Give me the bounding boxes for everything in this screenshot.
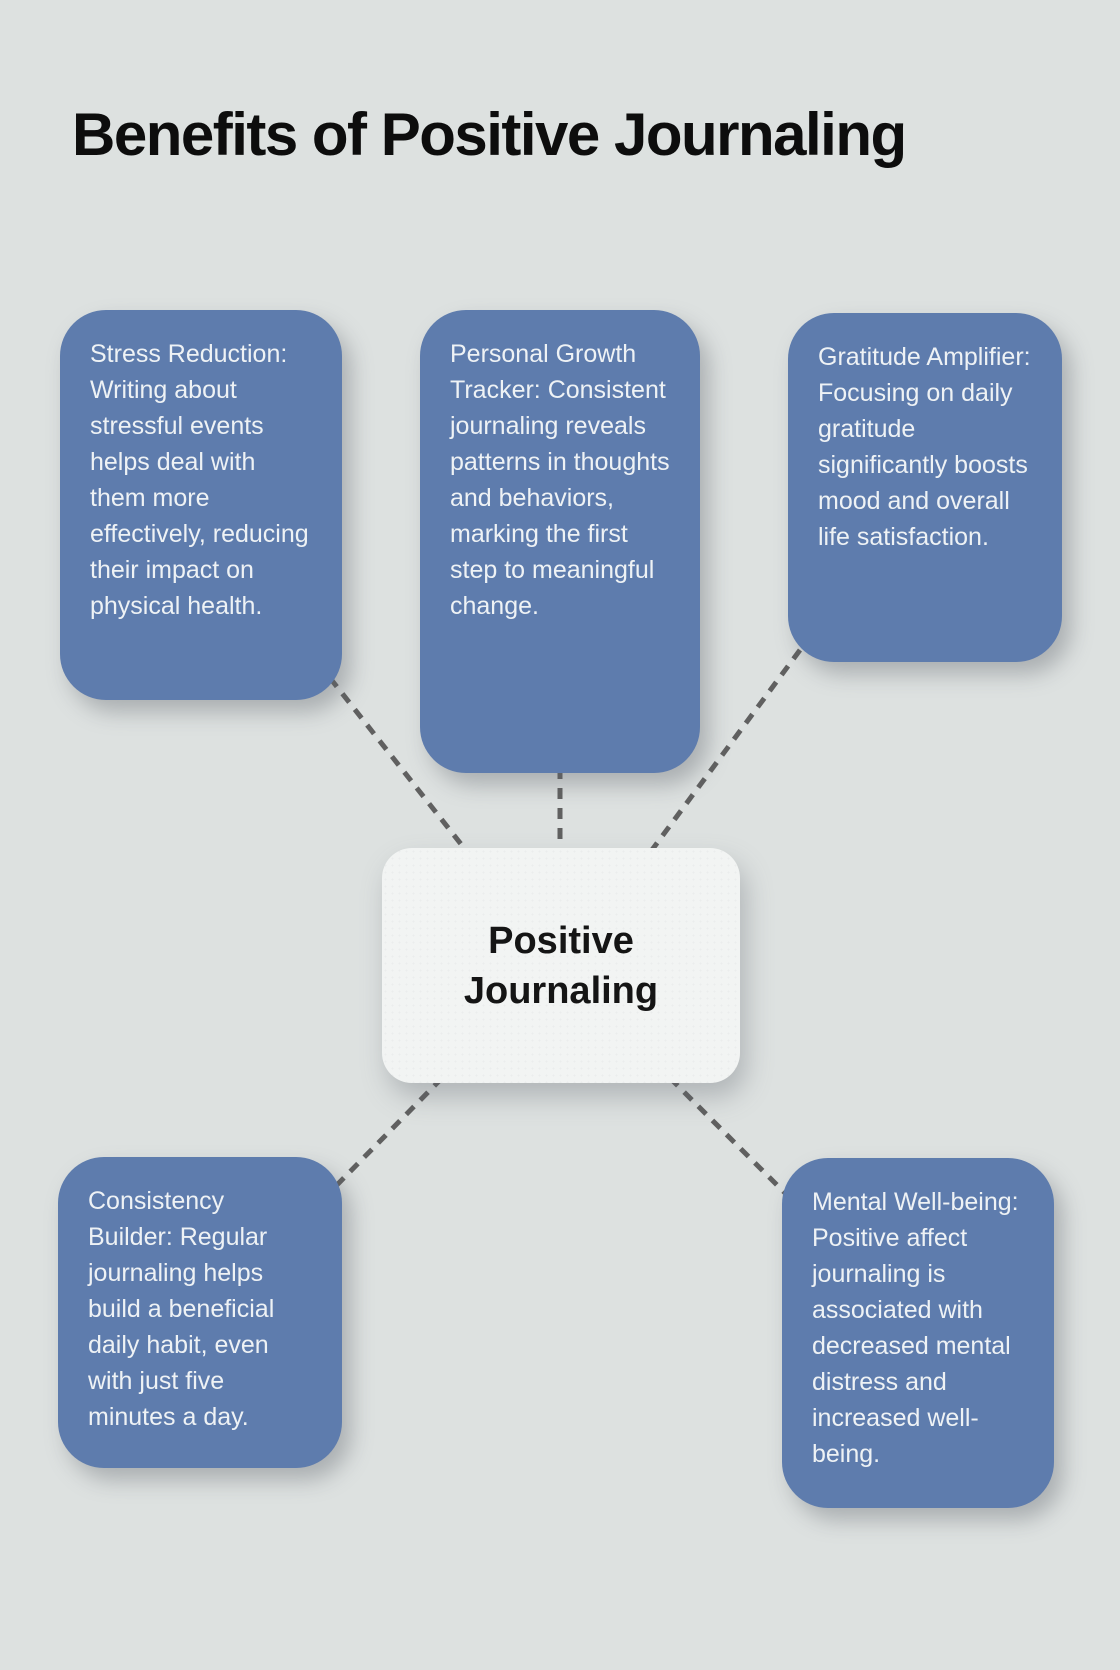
center-node-label: Positive Journaling: [463, 919, 659, 1012]
card-mental-well-being: Mental Well-being: Positive affect journ…: [782, 1158, 1054, 1508]
card-personal-growth-tracker-text: Personal Growth Tracker: Consistent jour…: [450, 340, 670, 620]
card-consistency-builder: Consistency Builder: Regular journaling …: [58, 1157, 342, 1468]
card-consistency-builder-text: Consistency Builder: Regular journaling …: [88, 1187, 275, 1431]
page-title: Benefits of Positive Journaling: [72, 101, 907, 168]
card-gratitude-amplifier: Gratitude Amplifier: Focusing on daily g…: [788, 313, 1062, 662]
card-mental-well-being-text: Mental Well-being: Positive affect journ…: [812, 1188, 1019, 1468]
card-stress-reduction-text: Stress Reduction: Writing about stressfu…: [90, 340, 309, 620]
connector-gratitude-amplifier: [643, 648, 803, 860]
card-personal-growth-tracker: Personal Growth Tracker: Consistent jour…: [420, 310, 700, 773]
center-node: Positive Journaling: [382, 848, 740, 1083]
card-stress-reduction: Stress Reduction: Writing about stressfu…: [60, 310, 342, 700]
card-gratitude-amplifier-text: Gratitude Amplifier: Focusing on daily g…: [818, 343, 1031, 551]
connector-mental-well-being: [668, 1076, 794, 1202]
connector-consistency-builder: [328, 1076, 444, 1194]
